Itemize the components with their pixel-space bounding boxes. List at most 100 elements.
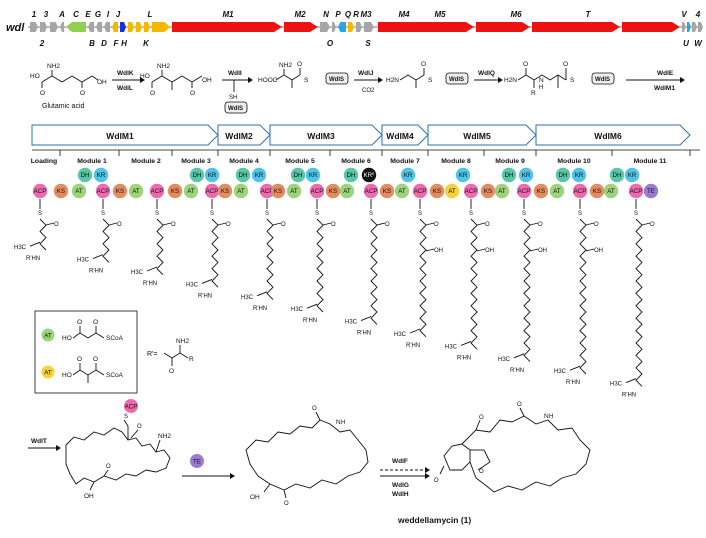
domain-dh — [290, 167, 306, 183]
thioester-s: S — [210, 211, 214, 217]
chain-backbone — [470, 218, 478, 350]
domain-kr — [204, 167, 220, 183]
gene-arrow — [66, 22, 86, 32]
domain-label: AT — [448, 188, 456, 195]
domain-at — [183, 183, 199, 199]
polyketide-chains: SOH3CR'HNSOH3CR'HNSOH3CR'HNSOH3CR'HNSOH3… — [14, 199, 655, 399]
domain-at — [494, 183, 510, 199]
carbonyl-o: O — [171, 222, 176, 228]
methyl-label: H3C — [394, 332, 407, 338]
thioester-s: S — [418, 211, 422, 217]
domain-acp — [628, 183, 644, 199]
domain-dh — [343, 167, 359, 183]
thioester-s: S — [469, 211, 473, 217]
domain-ks — [325, 183, 341, 199]
module-label: Module 9 — [495, 158, 525, 165]
gene-arrow — [692, 22, 697, 32]
gene-label: I — [107, 10, 110, 19]
gene-label: M3 — [360, 10, 372, 19]
precursor-pathway: HO O NH2 O OH Glutamic acid WdlK WdlL HO… — [30, 61, 685, 114]
svg-text:WdlK: WdlK — [117, 70, 134, 77]
gene-label: W — [694, 39, 703, 48]
svg-text:OH: OH — [97, 79, 107, 86]
methyl-label: H3C — [291, 307, 304, 313]
svg-text:N: N — [539, 77, 544, 84]
domain-label: KR — [575, 172, 584, 179]
domain-label: DH — [613, 172, 622, 179]
domain-label: KR — [459, 172, 468, 179]
gene-arrow — [348, 22, 354, 32]
domain-dh — [501, 167, 517, 183]
gene-arrow — [96, 22, 102, 32]
domain-label: KR — [628, 172, 637, 179]
domain-label: KR — [309, 172, 318, 179]
amine-label: R'HN — [198, 293, 212, 299]
svg-text:O: O — [77, 319, 82, 326]
aminothioester-intermediate: H2N O S WdlS — [386, 61, 469, 88]
domain-acp — [95, 183, 111, 199]
module-label: Loading — [31, 158, 57, 165]
thioester-s: S — [634, 211, 638, 217]
domain-label: KS — [593, 188, 601, 195]
methyl-label: H3C — [345, 320, 358, 326]
amine-label: R'HN — [566, 380, 580, 386]
domain-te — [643, 183, 659, 199]
domain-label: KS — [484, 188, 492, 195]
domain-at — [128, 183, 144, 199]
gene-label: O — [327, 39, 334, 48]
svg-text:H: H — [341, 420, 345, 426]
svg-text:R: R — [531, 90, 536, 97]
svg-text:TE: TE — [193, 458, 201, 465]
at-domain-yellow-badge — [41, 365, 55, 379]
svg-text:N: N — [336, 419, 341, 426]
methyl-label: H3C — [498, 357, 511, 363]
amine-label: R'HN — [253, 306, 267, 312]
domain-label: DH — [193, 172, 202, 179]
svg-text:WdlE: WdlE — [657, 70, 674, 77]
domain-at — [233, 183, 249, 199]
svg-text:O: O — [40, 90, 45, 97]
domain-label: KR — [404, 172, 413, 179]
domain-kr — [305, 167, 321, 183]
cyclization-steps: WdlT S O ACP NH2 OH O TE O N — [28, 399, 591, 525]
domain-label: ACP — [414, 188, 427, 195]
domain-at — [286, 183, 302, 199]
svg-text:NH2: NH2 — [176, 338, 189, 345]
svg-text:WdlT: WdlT — [31, 438, 47, 445]
domain-label: AT — [290, 188, 298, 195]
amine-label: R'HN — [622, 393, 636, 399]
domain-ks — [429, 183, 445, 199]
gene-arrow — [332, 22, 336, 32]
domain-label: KS — [433, 188, 441, 195]
domain-ks — [480, 183, 496, 199]
domain-kr — [518, 167, 534, 183]
domain-acp — [259, 183, 275, 199]
domain-label: DH — [81, 172, 90, 179]
svg-text:SCoA: SCoA — [106, 372, 124, 379]
domain-label: AT — [398, 188, 406, 195]
methyl-label: H3C — [445, 344, 458, 350]
svg-text:O: O — [77, 356, 82, 363]
domain-label: ACP — [34, 188, 47, 195]
domain-label: AT — [343, 188, 351, 195]
gene-arrow — [144, 22, 150, 32]
svg-text:S: S — [304, 77, 309, 84]
domain-label: AT — [607, 188, 615, 195]
thioester-s: S — [101, 211, 105, 217]
svg-text:NH2: NH2 — [158, 433, 171, 440]
methyl-label: H3C — [186, 282, 199, 288]
svg-text:R'=: R'= — [147, 351, 157, 358]
gene-arrow — [30, 22, 38, 32]
acp-domain-badge — [124, 399, 138, 413]
methyl-label: H3C — [241, 295, 254, 301]
domain-label: KS — [274, 188, 282, 195]
gene-arrow — [120, 22, 126, 32]
svg-text:ACP: ACP — [125, 403, 138, 410]
module-header-label: WdlM5 — [463, 131, 491, 141]
domain-label: AT — [187, 188, 195, 195]
domain-acp — [363, 183, 379, 199]
domain-ks — [270, 183, 286, 199]
carbonyl-o: O — [385, 222, 390, 228]
svg-text:OH: OH — [84, 493, 94, 500]
gene-arrow — [364, 22, 374, 32]
